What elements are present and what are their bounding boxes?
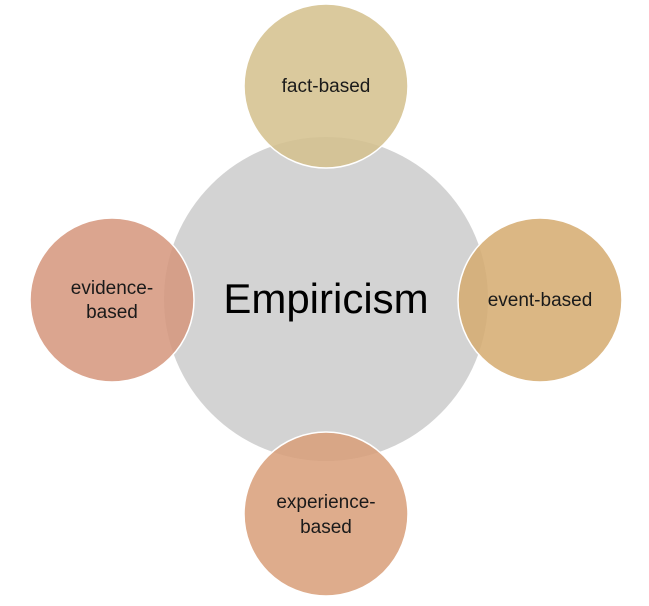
event-based-circle [457, 217, 623, 383]
evidence-based-label-line2: based [86, 302, 138, 323]
center-circle [164, 137, 488, 461]
evidence-based-label-line1: evidence- [71, 278, 153, 299]
fact-based-circle [243, 3, 409, 169]
event-based-label: event-based [488, 290, 593, 311]
experience-based-label-line1: experience- [276, 492, 375, 513]
experience-based-label-line2: based [300, 517, 352, 538]
evidence-based-circle [29, 217, 195, 383]
center-label: Empiricism [223, 275, 428, 322]
fact-based-label: fact-based [282, 76, 371, 97]
experience-based-circle [243, 431, 409, 597]
